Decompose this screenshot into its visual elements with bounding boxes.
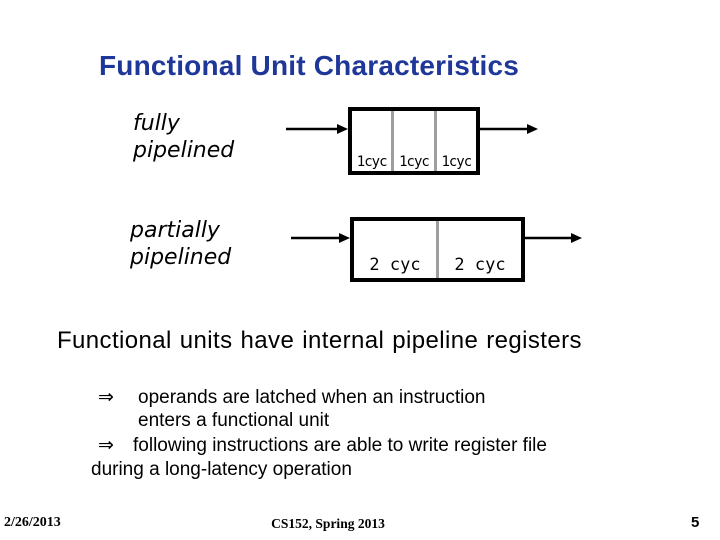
partially-pipelined-label: partially pipelined [130, 218, 232, 270]
fully-pipelined-box: 1cyc 1cyc 1cyc [348, 107, 480, 175]
slide-title: Functional Unit Characteristics [99, 50, 520, 81]
bullet-item-2-line-2: during a long-latency operation [91, 459, 352, 481]
stage-latency-label: 2 cyc [454, 255, 506, 275]
bullet-text: enters a functional unit [138, 410, 330, 431]
stage-latency-label: 1cyc [399, 154, 430, 170]
bullet-item-1-line-1: ⇒ operands are latched when an instructio… [98, 386, 486, 409]
pipeline-stage-cell: 1cyc [437, 111, 476, 171]
bullet-text: following instructions are able to write… [133, 435, 547, 456]
page-number: 5 [691, 514, 700, 531]
implies-arrow-icon: ⇒ [98, 386, 114, 408]
bullet-item-2-line-1: ⇒ following instructions are able to writ… [98, 434, 547, 457]
footer-date: 2/26/2013 [4, 515, 61, 530]
output-arrow-icon [525, 233, 582, 243]
bullet-item-1-line-2: enters a functional unit [138, 410, 329, 432]
statement-text: Functional units have internal pipeline … [57, 327, 582, 354]
partially-pipelined-box: 2 cyc 2 cyc [350, 217, 525, 282]
footer-course: CS152, Spring 2013 [271, 516, 385, 531]
stage-latency-label: 1cyc [441, 154, 472, 170]
pipeline-stage-cell: 2 cyc [354, 221, 439, 278]
pipeline-stage-cell: 1cyc [352, 111, 395, 171]
stage-latency-label: 1cyc [356, 154, 388, 170]
pipeline-stage-cell: 2 cyc [439, 221, 521, 278]
input-arrow-icon [286, 124, 348, 134]
bullet-text: during a long-latency operation [91, 459, 352, 480]
stage-latency-label: 2 cyc [369, 255, 421, 275]
bullet-text: operands are latched when an instruction [138, 387, 486, 408]
fully-pipelined-label: fully pipelined [133, 111, 235, 163]
pipeline-stage-cell: 1cyc [394, 111, 437, 171]
input-arrow-icon [291, 233, 350, 243]
implies-arrow-icon: ⇒ [98, 434, 114, 456]
output-arrow-icon [480, 124, 538, 134]
